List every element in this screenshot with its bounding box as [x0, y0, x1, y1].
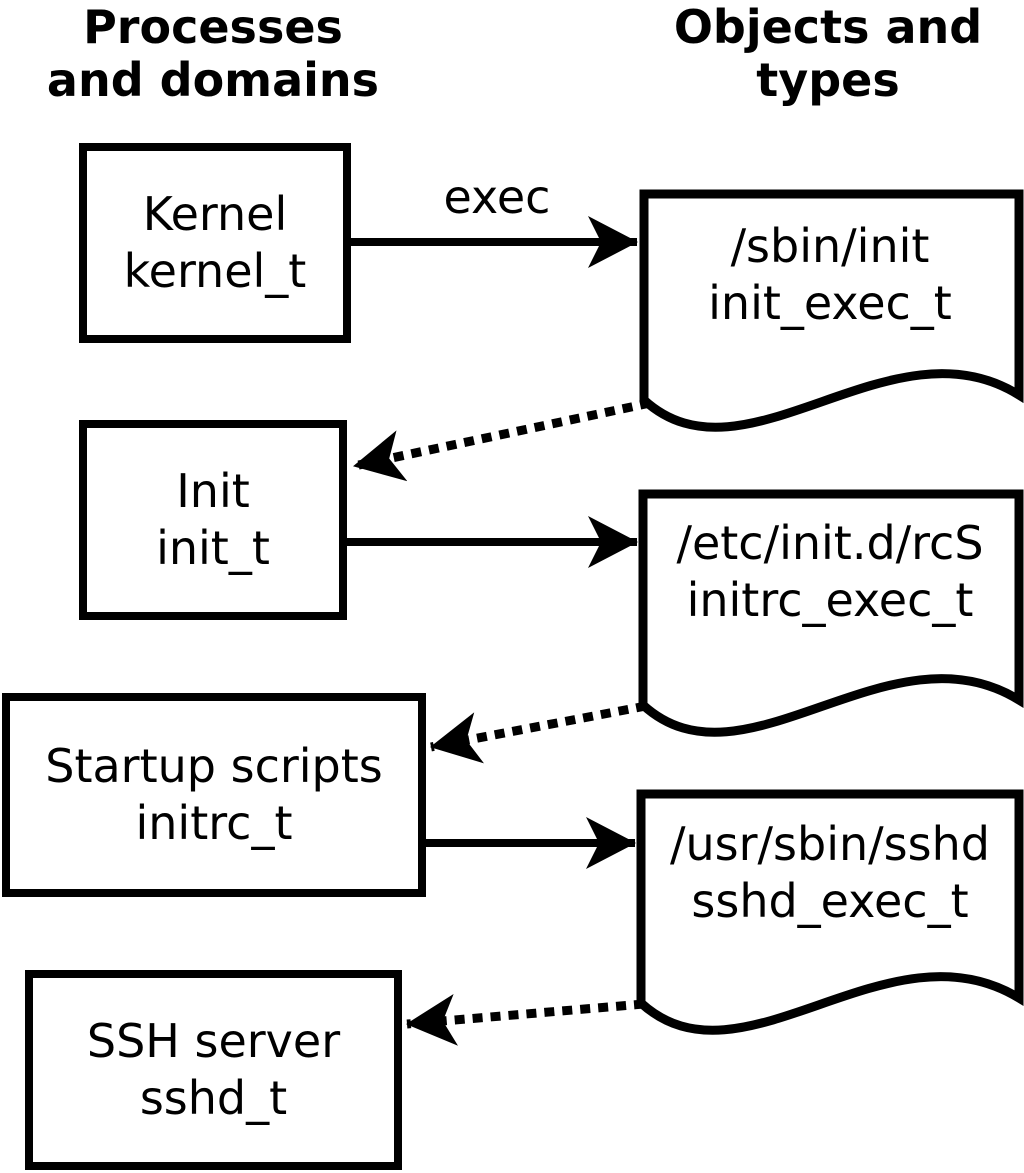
- process-name: Kernel: [142, 187, 288, 241]
- process-domain-type: initrc_t: [135, 796, 293, 850]
- document-shape-init-exec: [639, 189, 1024, 432]
- object-path: /etc/init.d/rcS: [676, 516, 984, 570]
- column-header-processes-line1: Processes: [83, 0, 343, 54]
- process-box-kernel: Kernel kernel_t: [79, 143, 351, 343]
- object-type: sshd_exec_t: [691, 874, 969, 928]
- transition-arrow-init-exec-to-init: [353, 398, 651, 482]
- column-header-processes-line2: and domains: [46, 53, 380, 107]
- transition-arrow-initrc-exec-to-initrc: [430, 701, 647, 764]
- process-box-startup-scripts: Startup scripts initrc_t: [2, 693, 426, 897]
- process-name: Init: [176, 464, 250, 518]
- object-path: /usr/sbin/sshd: [670, 817, 990, 871]
- column-header-objects-line1: Objects and: [673, 0, 983, 54]
- process-domain-type: init_t: [156, 521, 270, 575]
- object-label-initrc-exec: /etc/init.d/rcS initrc_exec_t: [646, 515, 1014, 629]
- object-label-sshd-exec: /usr/sbin/sshd sshd_exec_t: [646, 816, 1014, 930]
- process-box-init: Init init_t: [79, 420, 347, 620]
- object-path: /sbin/init: [730, 219, 930, 273]
- object-type: initrc_exec_t: [686, 573, 974, 627]
- column-header-objects-line2: types: [756, 53, 900, 107]
- process-box-ssh-server: SSH server sshd_t: [25, 970, 402, 1170]
- document-shape-sshd-exec: [636, 789, 1024, 1035]
- exec-arrow-label: exec: [443, 170, 551, 224]
- object-type: init_exec_t: [708, 276, 952, 330]
- process-name: SSH server: [86, 1014, 341, 1068]
- document-shape-initrc-exec: [638, 489, 1024, 737]
- process-domain-type: kernel_t: [123, 244, 307, 298]
- transition-arrow-sshd-exec-to-sshd: [406, 993, 645, 1046]
- object-label-init-exec: /sbin/init init_exec_t: [646, 218, 1014, 332]
- process-name: Startup scripts: [45, 739, 383, 793]
- column-header-processes: Processes and domains: [13, 1, 413, 107]
- column-header-objects: Objects and types: [628, 1, 1024, 107]
- process-domain-type: sshd_t: [139, 1071, 288, 1125]
